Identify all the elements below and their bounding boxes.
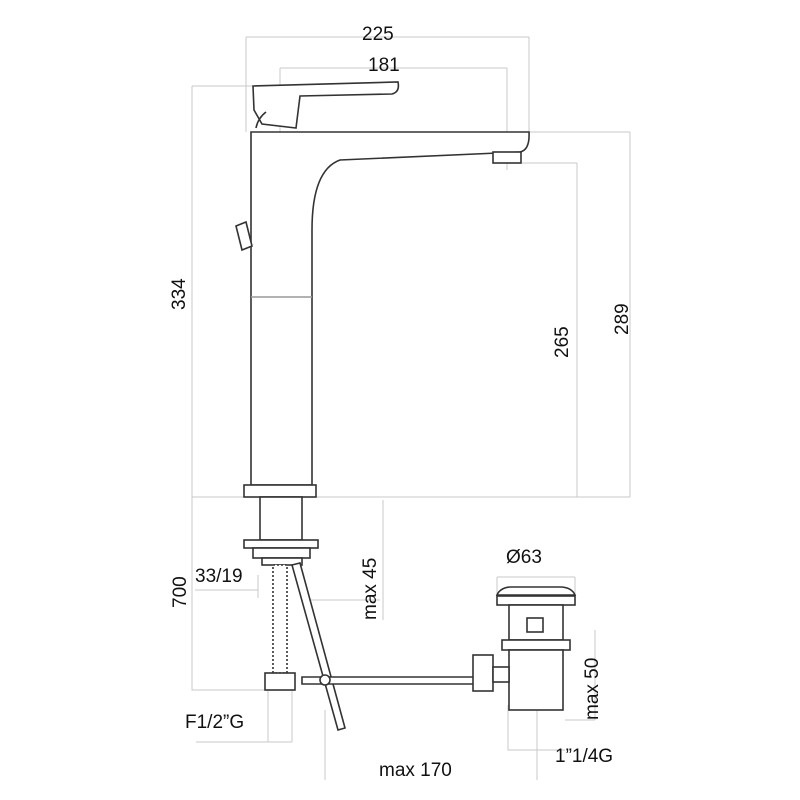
dim-700: 700 <box>170 576 191 608</box>
flex-hose <box>272 564 288 674</box>
base-ring <box>243 484 317 498</box>
dim-waste-diameter: Ø63 <box>506 547 542 568</box>
dim-max-45: max 45 <box>360 558 381 620</box>
dim-181: 181 <box>368 55 400 76</box>
dim-289: 289 <box>612 303 633 335</box>
hose-nut <box>264 672 296 691</box>
faucet-spout-body <box>250 131 530 486</box>
dimension-lines <box>191 36 631 780</box>
dim-inlet-thread: F1/2”G <box>185 712 244 733</box>
dimension-labels: 225 181 334 265 289 700 33/19 max 45 Ø63… <box>169 24 633 781</box>
popup-lever <box>235 220 253 252</box>
dim-334: 334 <box>169 278 190 310</box>
waste-nut <box>472 654 494 692</box>
dim-waste-thread: 1”1/4G <box>555 746 613 767</box>
lift-rod <box>291 562 346 731</box>
dim-hole-diameter: 33/19 <box>195 566 243 587</box>
dim-225: 225 <box>362 24 394 45</box>
popup-waste <box>472 586 577 711</box>
dim-max-50: max 50 <box>582 658 603 720</box>
dim-265: 265 <box>552 326 573 358</box>
dim-max-170: max 170 <box>379 760 452 781</box>
faucet <box>235 81 530 731</box>
faucet-handle <box>252 81 400 129</box>
